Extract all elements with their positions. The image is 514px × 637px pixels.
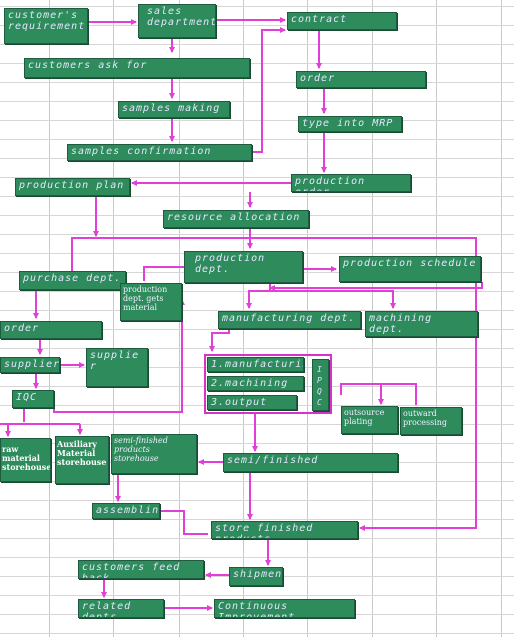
grid-row-line (0, 44, 514, 45)
connector-arrow (160, 510, 208, 535)
grid-column-line (49, 0, 50, 637)
sales-department-box: sales department (138, 4, 216, 38)
production-dept-box: production dept. (184, 251, 303, 283)
purchase-dept-box: purchase dept. (19, 271, 126, 290)
grid-column-line (501, 0, 502, 637)
grid-row-line (0, 310, 514, 311)
outsource-plating-box: outsource plating (341, 406, 398, 434)
order-right-box: order (296, 71, 426, 88)
ipqc-box: I P Q C (312, 359, 329, 411)
connector-arrow (71, 237, 477, 531)
manufacturing-dept-box: manufacturing dept. (218, 311, 361, 329)
grid-row-line (0, 500, 514, 501)
iqc-box: IQC (12, 390, 54, 408)
supplier-box-left: supplier (0, 357, 60, 373)
grid-row-line (0, 158, 514, 159)
connector-arrow (340, 383, 384, 405)
machining-step-box: 2.machining (207, 376, 304, 391)
grid-row-line (0, 633, 514, 634)
production-order-box: production order (291, 174, 411, 192)
production-plan-box: production plan (15, 178, 130, 196)
grid-row-line (0, 348, 514, 349)
production-schedule-box: production schedule (339, 256, 481, 282)
semi-finished-products-storehouse-box: semi-finished products storehouse (111, 434, 197, 474)
continuous-improvement-box: Continuous Improvement (214, 599, 355, 618)
production-dept-gets-material-box: production dept. gets material (120, 283, 182, 321)
customers-requirement-box: customer's requirement (4, 8, 88, 44)
grid-row-line (0, 63, 514, 64)
grid-row-line (0, 6, 514, 7)
grid-row-line (0, 177, 514, 178)
related-depts-box: related depts (78, 599, 164, 618)
supplier-box-right: supplie r (86, 348, 148, 387)
shipment-box: shipment (229, 567, 283, 586)
raw-material-storehouse-box: raw material storehouse (0, 438, 51, 482)
grid-row-line (0, 595, 514, 596)
customers-ask-for-box: customers ask for (24, 58, 250, 78)
grid-row-line (0, 139, 514, 140)
machining-dept-box: machining dept. (365, 311, 478, 337)
assembling-box: assembling (92, 503, 160, 519)
connector-arrow (246, 283, 271, 309)
grid-row-line (0, 82, 514, 83)
manufacturing-step-box: 1.manufacturing (207, 357, 304, 372)
contract-box: contract (287, 12, 397, 30)
grid-row-line (0, 329, 514, 330)
grid-column-line (113, 0, 114, 637)
grid-row-line (0, 101, 514, 102)
auxiliary-material-storehouse-box: Auxiliary Material storehouse (55, 436, 109, 484)
connector-arrow (269, 282, 483, 291)
order-left-box: order (0, 321, 102, 339)
connector-arrow (143, 266, 184, 281)
connector-arrow (53, 299, 185, 413)
customers-feed-back-box: customers feed back (78, 560, 204, 579)
samples-confirmation-box: samples confirmation (67, 144, 252, 161)
resource-allocation-box: resource allocation (163, 210, 309, 228)
grid-row-line (0, 557, 514, 558)
type-into-mrp-box: type into MRP (298, 116, 402, 132)
grid-row-line (0, 120, 514, 121)
connector-arrow (270, 290, 396, 309)
outward-processing-box: outward processing (400, 407, 462, 435)
grid-row-line (0, 443, 514, 444)
semi-finished-box: semi/finished (223, 453, 398, 472)
connector-arrow (252, 27, 286, 153)
store-finished-products-box: store finished products (211, 521, 358, 539)
output-step-box: 3.output (207, 395, 297, 410)
samples-making-box: samples making (118, 101, 230, 118)
connector-arrow (360, 383, 417, 405)
grid-row-line (0, 481, 514, 482)
grid-row-line (0, 25, 514, 26)
grid-row-line (0, 196, 514, 197)
grid-row-line (0, 424, 514, 425)
manufacturing-process-frame (204, 354, 332, 414)
grid-row-line (0, 519, 514, 520)
connector-arrow (209, 329, 230, 352)
grid-row-line (0, 234, 514, 235)
